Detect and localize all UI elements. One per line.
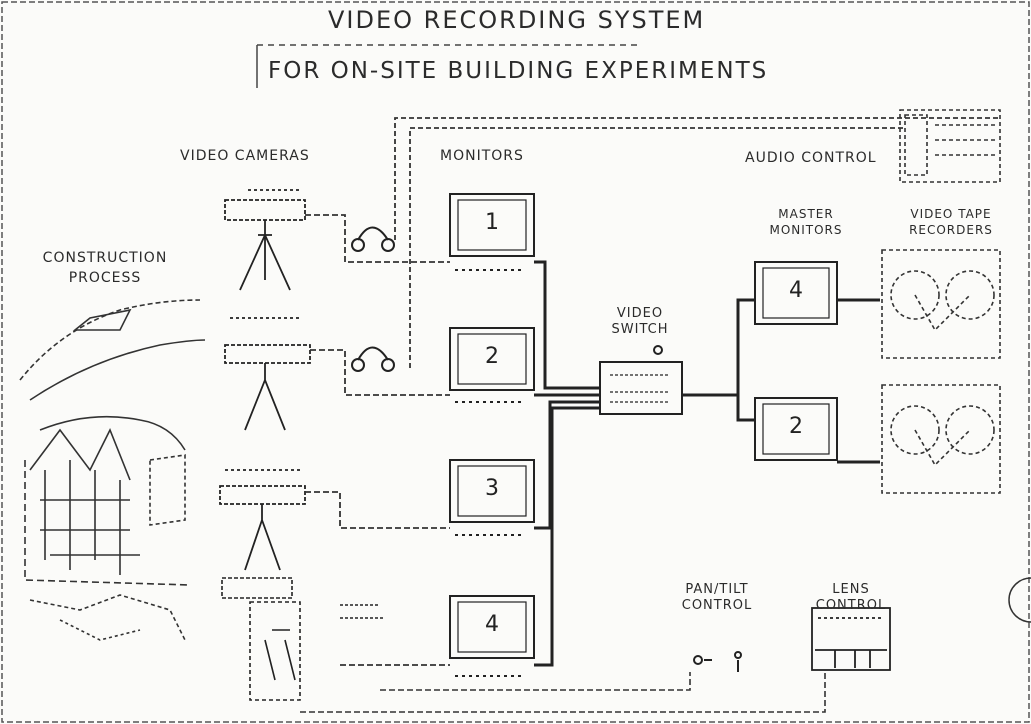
- monitor-3-number: 3: [485, 476, 499, 501]
- video-tape-recorders-label: VIDEO TAPE RECORDERS: [896, 206, 1006, 238]
- construction-process-sketch: [19, 299, 206, 641]
- audio-control-unit: [899, 109, 1001, 183]
- video-tape-recorders-label-line1: VIDEO TAPE: [910, 207, 992, 221]
- master-monitor-2: [754, 397, 838, 461]
- audio-control-label: AUDIO CONTROL: [745, 150, 877, 166]
- video-tape-recorders-label-line2: RECORDERS: [909, 223, 993, 237]
- video-switch-label-line1: VIDEO: [616, 306, 664, 321]
- construction-process-label-line2: PROCESS: [68, 270, 142, 286]
- construction-process-label-line1: CONSTRUCTION: [42, 250, 168, 266]
- master-monitors-label-line1: MASTER: [778, 207, 834, 221]
- pan-tilt-control-label: PAN/TILT CONTROL: [672, 582, 762, 614]
- lens-control-label-line2: CONTROL: [815, 598, 887, 613]
- headset-icon: [351, 346, 395, 372]
- master-monitors-label: MASTER MONITORS: [766, 206, 846, 238]
- lens-control-unit: [811, 607, 891, 671]
- headset-icon: [351, 226, 395, 252]
- video-tape-recorder-1: [881, 249, 1001, 359]
- video-switch-label-line2: SWITCH: [611, 322, 669, 337]
- lens-control-label: LENS CONTROL: [806, 582, 896, 614]
- monitor-2-number: 2: [485, 344, 499, 369]
- master-monitor-number-top: 4: [789, 278, 803, 303]
- pan-tilt-control-label-line2: CONTROL: [681, 598, 753, 613]
- video-tape-recorder-2: [881, 384, 1001, 494]
- diagram-title: VIDEO RECORDING SYSTEM: [328, 6, 706, 34]
- diagram-subtitle: FOR ON-SITE BUILDING EXPERIMENTS: [268, 58, 769, 84]
- camera-2: [224, 317, 311, 431]
- monitor-1: [449, 193, 535, 271]
- construction-process-label: CONSTRUCTION PROCESS: [20, 248, 190, 288]
- monitor-1-number: 1: [485, 210, 499, 235]
- camera-3: [219, 469, 306, 571]
- monitor-4-number: 4: [485, 612, 499, 637]
- master-monitor-4: [754, 261, 838, 325]
- monitor-3: [449, 459, 535, 536]
- camera-1: [224, 189, 306, 291]
- video-cameras-label: VIDEO CAMERAS: [180, 148, 310, 164]
- master-monitor-number-bottom: 2: [789, 414, 803, 439]
- pan-tilt-knobs: [693, 651, 742, 672]
- monitors-label: MONITORS: [440, 148, 524, 164]
- pan-tilt-control-label-line1: PAN/TILT: [685, 582, 749, 597]
- camera-4-with-pan-tilt: [221, 577, 385, 701]
- monitor-4: [449, 595, 535, 677]
- video-switch: [599, 345, 683, 415]
- video-switch-label: VIDEO SWITCH: [600, 306, 680, 338]
- master-monitors-label-line2: MONITORS: [769, 223, 843, 237]
- monitor-2: [449, 327, 535, 403]
- lens-control-label-line1: LENS: [832, 582, 870, 597]
